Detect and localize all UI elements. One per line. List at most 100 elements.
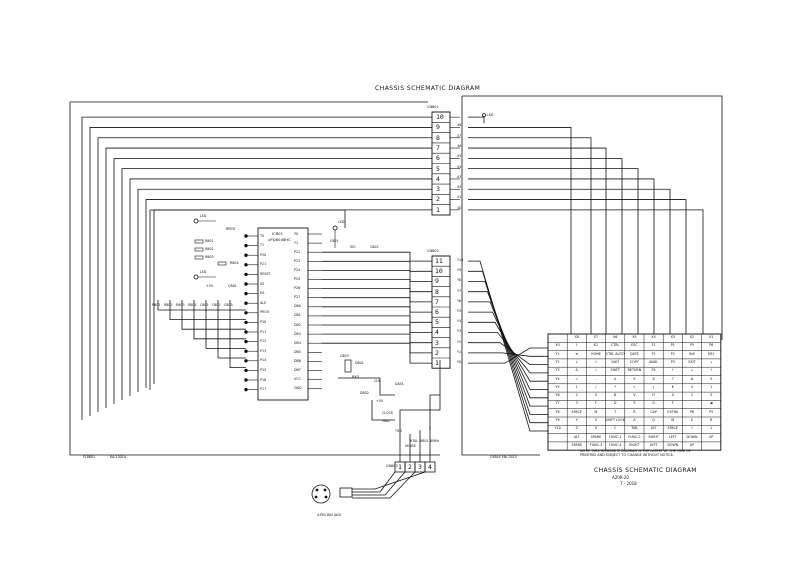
- matrix-key: F1: [651, 343, 656, 348]
- left-footer-model: KA-1301A: [110, 455, 127, 459]
- ic-left-pin-node: [244, 349, 248, 353]
- component-label: C801: [330, 239, 339, 243]
- ic-left-pin-label: P21: [260, 262, 267, 267]
- ic-left-stub: [169, 300, 246, 321]
- matrix-key: P6: [709, 343, 714, 348]
- ic-ref: IC801: [272, 231, 284, 236]
- matrix-key: ✓: [594, 368, 598, 373]
- ic-left-stub: [193, 300, 246, 340]
- ic-left-stub: [217, 300, 246, 359]
- x-line-wire: [468, 188, 671, 334]
- matrix-key: CAP: [650, 409, 657, 414]
- ic-to-cn-wire: [322, 288, 432, 303]
- led-node: [482, 113, 486, 118]
- cable-plug: [339, 487, 353, 498]
- ic-right-pin-label: DB4: [294, 340, 301, 345]
- component-label: D801: [355, 361, 364, 365]
- ic-left-pin-label: RESET: [260, 271, 271, 276]
- x-line-label: X2: [457, 185, 462, 190]
- y-line-label: Y0: [457, 360, 462, 364]
- ic-left-pin-label: P14: [260, 358, 267, 363]
- cn-mid-pin-number: 9: [435, 277, 439, 286]
- matrix-key: SPARE: [590, 434, 602, 439]
- matrix-key: CTRL: [610, 343, 620, 348]
- matrix-key: UP: [689, 442, 695, 447]
- top-bus-wire: [81, 116, 432, 420]
- matrix-key: DOWN: [686, 434, 698, 439]
- led-label: LED: [338, 220, 345, 224]
- cn-mid-pin-number: 2: [435, 348, 439, 357]
- ic-left-pin-node: [244, 243, 248, 248]
- matrix-key: ALT: [650, 426, 657, 431]
- ic-left-pin-label: EA: [260, 291, 265, 296]
- ic-left-pin-node: [244, 234, 248, 238]
- matrix-key: FUNC-4: [609, 442, 622, 447]
- x-line-wire: [468, 168, 639, 334]
- matrix-key: RETURN: [627, 368, 642, 373]
- top-bus-wire: [145, 199, 432, 388]
- cn-top-pin-number: 1: [436, 205, 440, 214]
- matrix-key: DEL: [707, 351, 715, 356]
- jack-label: 4-PIN DIN JACK: [317, 513, 342, 517]
- ic-right-pin-label: DB3: [294, 331, 301, 336]
- matrix-key: 0: [614, 376, 617, 381]
- matrix-key: T: [614, 409, 617, 414]
- y-line-wire: [468, 311, 548, 390]
- cn-top-pin-number: 9: [436, 123, 440, 132]
- din-pin: [323, 488, 327, 492]
- cable-wire: [352, 471, 396, 493]
- sheet-revision: 7 - 2018: [620, 481, 637, 486]
- cn-top-pin-number: 7: [436, 143, 440, 152]
- matrix-key: V: [633, 393, 636, 398]
- matrix-key: COPY: [629, 359, 639, 364]
- ic-left-pin-label: P16: [260, 377, 267, 382]
- ic-right-pin-label: P24: [294, 267, 301, 272]
- top-bus-wire: [89, 127, 432, 416]
- component-label: GND: [382, 419, 390, 423]
- matrix-key: S: [594, 393, 598, 398]
- x-line-label: X4: [457, 164, 462, 169]
- matrix-key: Y2: [555, 359, 560, 364]
- led-label: LED: [200, 270, 207, 274]
- ic-left-pin-node: [244, 339, 248, 344]
- y-line-label: Y6: [457, 298, 462, 303]
- component-label: SENSE: [405, 444, 416, 448]
- cn-mid-pin-number: 10: [435, 267, 443, 276]
- matrix-key: V: [594, 418, 598, 422]
- ic-right-pin-label: P27: [294, 295, 301, 300]
- ic-left-pin-node: [244, 387, 248, 392]
- matrix-key: 6: [690, 376, 694, 381]
- x-line-label: X8: [457, 123, 462, 128]
- matrix-key: =: [575, 376, 579, 381]
- ic-left-pin-label: P12: [260, 339, 267, 344]
- x-line-label: X5: [457, 154, 462, 159]
- matrix-key: 5: [710, 376, 713, 381]
- stub-label: C802: [212, 303, 221, 307]
- matrix-key: 7: [671, 376, 674, 381]
- matrix-key: 9: [633, 376, 636, 381]
- bottom-route: [429, 394, 440, 430]
- matrix-key: K: [671, 384, 674, 389]
- cable-wire: [352, 471, 426, 490]
- matrix-key: L: [633, 384, 636, 389]
- resistor: [194, 239, 204, 244]
- cn-top-label: CN801: [427, 105, 439, 109]
- component-label: XTAL: [410, 439, 419, 443]
- stub-label: R804: [188, 303, 197, 307]
- component-label: C802: [370, 245, 379, 249]
- cable-wire: [352, 471, 416, 499]
- ic-left-pin-label: P13: [260, 348, 267, 353]
- matrix-key: SPARE: [571, 442, 583, 447]
- ic-left-pin-node: [244, 368, 248, 373]
- matrix-key: R: [710, 418, 713, 422]
- top-bus-wire: [113, 157, 432, 404]
- led-label: LED: [487, 113, 494, 118]
- component-label: CLK: [374, 379, 381, 383]
- x-line-wire: [468, 127, 572, 334]
- matrix-key: ↓: [575, 359, 579, 364]
- matrix-key: K1: [593, 343, 599, 348]
- matrix-key: ◀: [709, 401, 713, 406]
- matrix-key: 1: [575, 384, 578, 389]
- ic-to-cn-wire: [322, 279, 432, 293]
- component-label: CLOCK: [382, 411, 394, 415]
